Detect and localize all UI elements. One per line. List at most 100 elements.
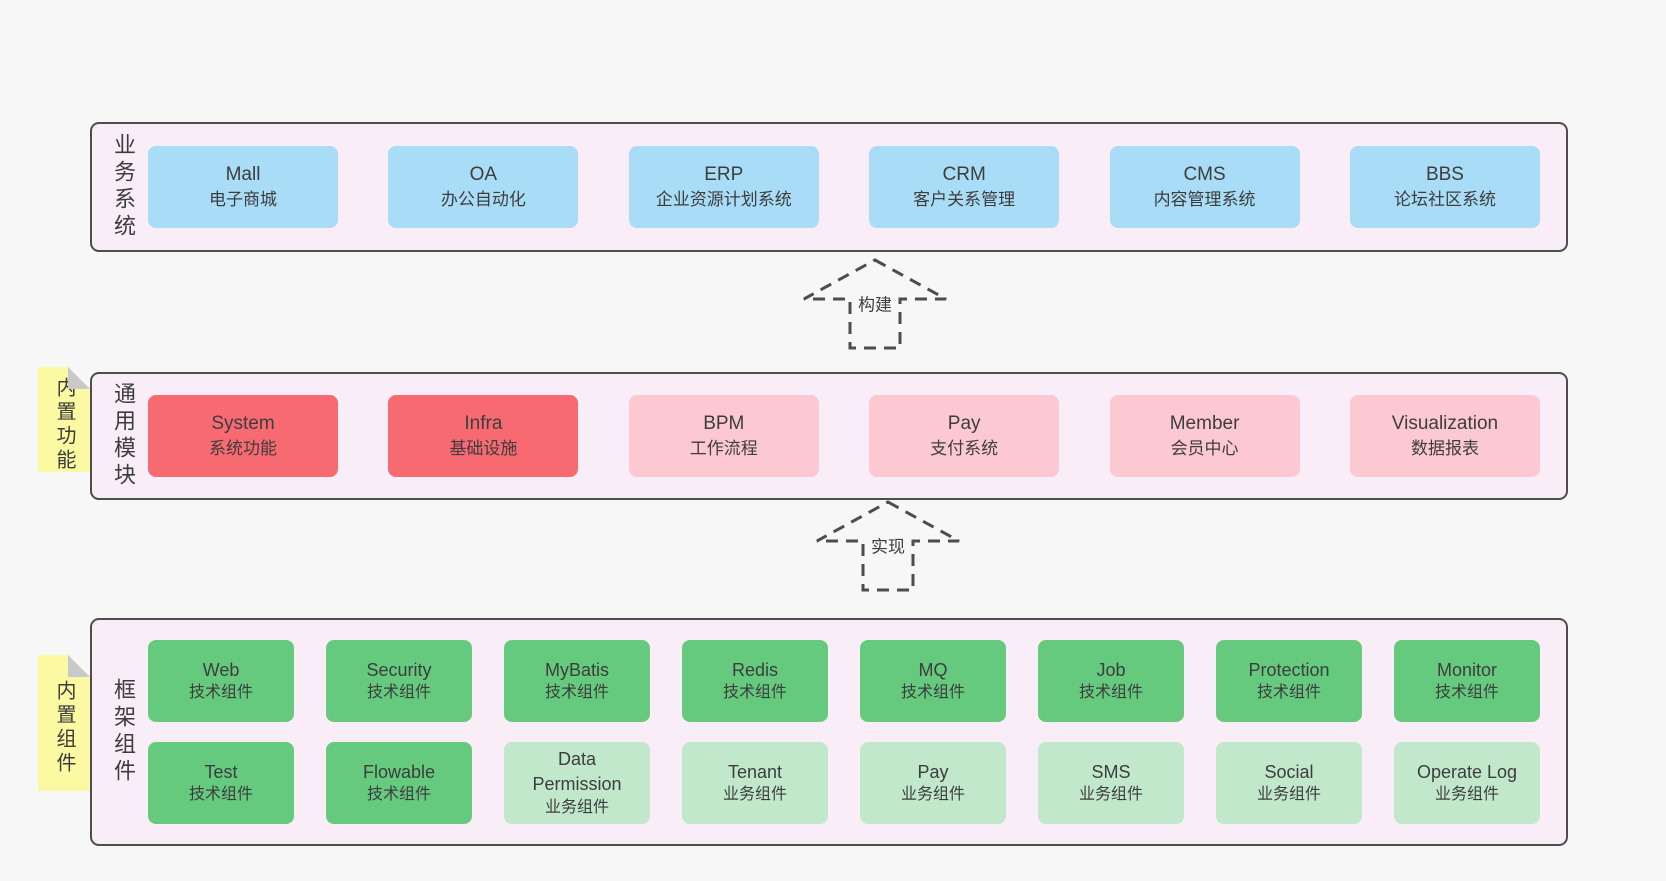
box-subtitle: 会员中心 [1170, 439, 1239, 459]
box-subtitle: 技术组件 [188, 684, 253, 702]
box-subtitle: 技术组件 [544, 684, 609, 702]
box-title: SMS [1091, 761, 1131, 782]
box-title: MyBatis [544, 659, 609, 680]
sticky-tab-label: 内置组件 [53, 680, 75, 776]
box-title: Member [1169, 413, 1240, 435]
arrow-up-implement: 实现 [813, 499, 963, 593]
box-title: Visualization [1391, 413, 1499, 435]
section-common-modules: 通用模块 System 系统功能 Infra 基础设施 BPM 工作流程 Pay… [90, 372, 1568, 500]
box-subtitle: 技术组件 [722, 684, 787, 702]
box-subtitle: 业务组件 [900, 786, 965, 804]
box-title: Operate Log [1416, 761, 1518, 782]
section-label-framework-components: 框架组件 [111, 678, 136, 786]
dashed-up-arrow-icon [803, 258, 947, 350]
box-subtitle: 办公自动化 [440, 190, 526, 210]
box-title: Redis [731, 659, 779, 680]
box-cms: CMS 内容管理系统 [1109, 146, 1300, 228]
box-social: Social 业务组件 [1216, 742, 1362, 824]
box-title: Pay [917, 761, 949, 782]
box-title: MQ [918, 659, 948, 680]
box-mq: MQ 技术组件 [860, 640, 1006, 722]
box-subtitle: 技术组件 [366, 684, 431, 702]
box-data-permission: Data Permission 业务组件 [504, 742, 650, 824]
box-subtitle: 业务组件 [544, 798, 609, 816]
box-subtitle: 技术组件 [1256, 684, 1321, 702]
box-title: Web [202, 659, 240, 680]
box-subtitle: 电子商城 [209, 190, 277, 210]
box-title: Job [1096, 659, 1126, 680]
box-flowable: Flowable 技术组件 [326, 742, 472, 824]
box-title: Test [204, 761, 238, 782]
box-test: Test 技术组件 [148, 742, 294, 824]
arrow-up-build: 构建 [800, 257, 950, 351]
box-subtitle: 业务组件 [1256, 786, 1321, 804]
box-oa: OA 办公自动化 [388, 146, 579, 228]
box-title: Security [366, 659, 432, 680]
box-subtitle: 业务组件 [722, 786, 787, 804]
box-infra: Infra 基础设施 [388, 395, 579, 477]
box-protection: Protection 技术组件 [1216, 640, 1362, 722]
section-label-common-modules: 通用模块 [111, 382, 136, 490]
box-title: Infra [464, 413, 503, 435]
box-system: System 系统功能 [148, 395, 338, 477]
box-title: Data Permission [532, 749, 622, 794]
folded-corner-icon [68, 367, 90, 389]
box-subtitle: 技术组件 [188, 786, 253, 804]
box-security: Security 技术组件 [326, 640, 472, 722]
box-mybatis: MyBatis 技术组件 [504, 640, 650, 722]
box-operate-log: Operate Log 业务组件 [1394, 742, 1540, 824]
box-visualization: Visualization 数据报表 [1349, 395, 1540, 477]
box-title: Mall [225, 164, 261, 186]
box-subtitle: 客户关系管理 [913, 190, 1016, 210]
sticky-tab-label: 内置功能 [53, 376, 75, 473]
box-bpm: BPM 工作流程 [628, 395, 819, 477]
box-web: Web 技术组件 [148, 640, 294, 722]
box-subtitle: 企业资源计划系统 [655, 190, 792, 210]
box-title: BPM [703, 413, 745, 435]
box-title: Protection [1248, 659, 1330, 680]
box-erp: ERP 企业资源计划系统 [628, 146, 819, 228]
box-subtitle: 工作流程 [689, 439, 758, 459]
box-bbs: BBS 论坛社区系统 [1349, 146, 1540, 228]
box-tenant: Tenant 业务组件 [682, 742, 828, 824]
box-subtitle: 技术组件 [1434, 684, 1499, 702]
box-subtitle: 论坛社区系统 [1393, 190, 1496, 210]
box-subtitle: 数据报表 [1410, 439, 1479, 459]
box-sms: SMS 业务组件 [1038, 742, 1184, 824]
box-pay-system: Pay 支付系统 [869, 395, 1060, 477]
box-subtitle: 技术组件 [1078, 684, 1143, 702]
box-title: Social [1264, 761, 1314, 782]
box-crm: CRM 客户关系管理 [869, 146, 1060, 228]
box-subtitle: 技术组件 [900, 684, 965, 702]
box-title: Monitor [1436, 659, 1498, 680]
sticky-tab-built-in-components: 内置组件 [38, 655, 90, 791]
box-title: ERP [704, 164, 744, 186]
box-subtitle: 系统功能 [209, 439, 277, 459]
box-title: System [211, 413, 275, 435]
box-pay-component: Pay 业务组件 [860, 742, 1006, 824]
box-title: CRM [942, 164, 986, 186]
box-title: Flowable [362, 761, 436, 782]
sticky-tab-built-in-features: 内置功能 [38, 367, 90, 473]
box-monitor: Monitor 技术组件 [1394, 640, 1540, 722]
arrow-label-implement: 实现 [866, 531, 910, 559]
box-redis: Redis 技术组件 [682, 640, 828, 722]
box-title: Tenant [727, 761, 783, 782]
box-subtitle: 基础设施 [449, 439, 518, 459]
arrow-label-build: 构建 [853, 289, 897, 317]
folded-corner-icon [68, 655, 90, 677]
box-subtitle: 业务组件 [1434, 786, 1499, 804]
box-subtitle: 内容管理系统 [1153, 190, 1256, 210]
section-business-systems: 业务系统 Mall 电子商城 OA 办公自动化 ERP 企业资源计划系统 CRM… [90, 122, 1568, 252]
box-job: Job 技术组件 [1038, 640, 1184, 722]
box-subtitle: 技术组件 [366, 786, 431, 804]
box-mall: Mall 电子商城 [148, 146, 338, 228]
box-subtitle: 支付系统 [930, 439, 999, 459]
box-subtitle: 业务组件 [1078, 786, 1143, 804]
box-title: BBS [1425, 164, 1464, 186]
box-title: OA [469, 164, 498, 186]
box-title: CMS [1183, 164, 1226, 186]
box-title: Pay [947, 413, 981, 435]
box-member: Member 会员中心 [1109, 395, 1300, 477]
